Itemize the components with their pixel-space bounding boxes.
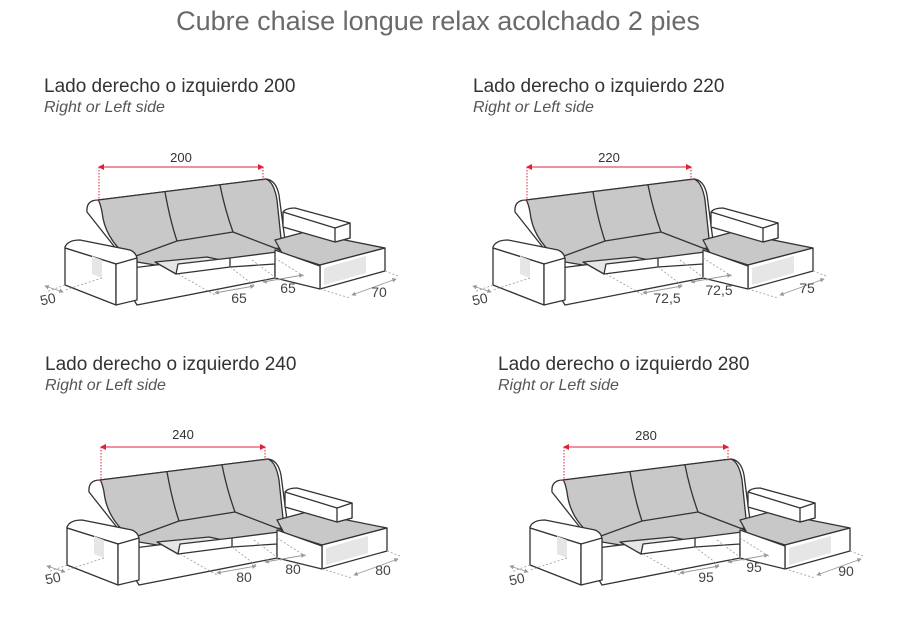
sofa-diagram-280: 280 50 95 95 90 [508,428,875,589]
panel-200-header: Lado derecho o izquierdo 200 Right or Le… [44,76,295,117]
width-label: 200 [170,150,192,165]
panel-heading: Lado derecho o izquierdo 240 [45,354,297,375]
chaise-label: 90 [838,563,854,579]
panel-240-header: Lado derecho o izquierdo 240 Right or Le… [45,354,296,395]
seat1-label: 95 [698,569,714,585]
panel-subtitle: Right or Left side [498,377,619,394]
seat1-label: 72,5 [653,290,680,306]
chaise-label: 70 [371,284,387,300]
seat1-label: 80 [236,569,252,585]
seat2-label: 72,5 [705,282,732,298]
depth-label: 50 [44,569,63,588]
panel-280-header: Lado derecho o izquierdo 280 Right or Le… [498,354,749,395]
panel-heading: Lado derecho o izquierdo 280 [498,354,750,375]
sofa-diagram-200: 200 50 65 65 70 [39,150,410,309]
seat2-label: 80 [285,561,301,577]
width-label: 280 [635,428,657,443]
chaise-label: 80 [375,562,391,578]
seat2-label: 65 [280,280,296,296]
panel-subtitle: Right or Left side [473,99,594,116]
sofa-diagram-220: 220 50 72,5 72,5 75 [471,150,838,309]
chaise-label: 75 [799,280,815,296]
panel-subtitle: Right or Left side [45,377,166,394]
page-title: Cubre chaise longue relax acolchado 2 pi… [176,6,700,36]
seat1-label: 65 [231,290,247,306]
width-label: 240 [172,427,194,442]
panel-220-header: Lado derecho o izquierdo 220 Right or Le… [473,76,724,117]
panel-heading: Lado derecho o izquierdo 220 [473,76,725,97]
depth-label: 50 [39,290,58,309]
width-label: 220 [598,150,620,165]
seat2-label: 95 [746,559,762,575]
panel-heading: Lado derecho o izquierdo 200 [44,76,296,97]
depth-label: 50 [471,290,490,309]
sofa-diagram-240: 240 50 80 80 80 [44,427,412,588]
depth-label: 50 [508,570,527,589]
panel-subtitle: Right or Left side [44,99,165,116]
